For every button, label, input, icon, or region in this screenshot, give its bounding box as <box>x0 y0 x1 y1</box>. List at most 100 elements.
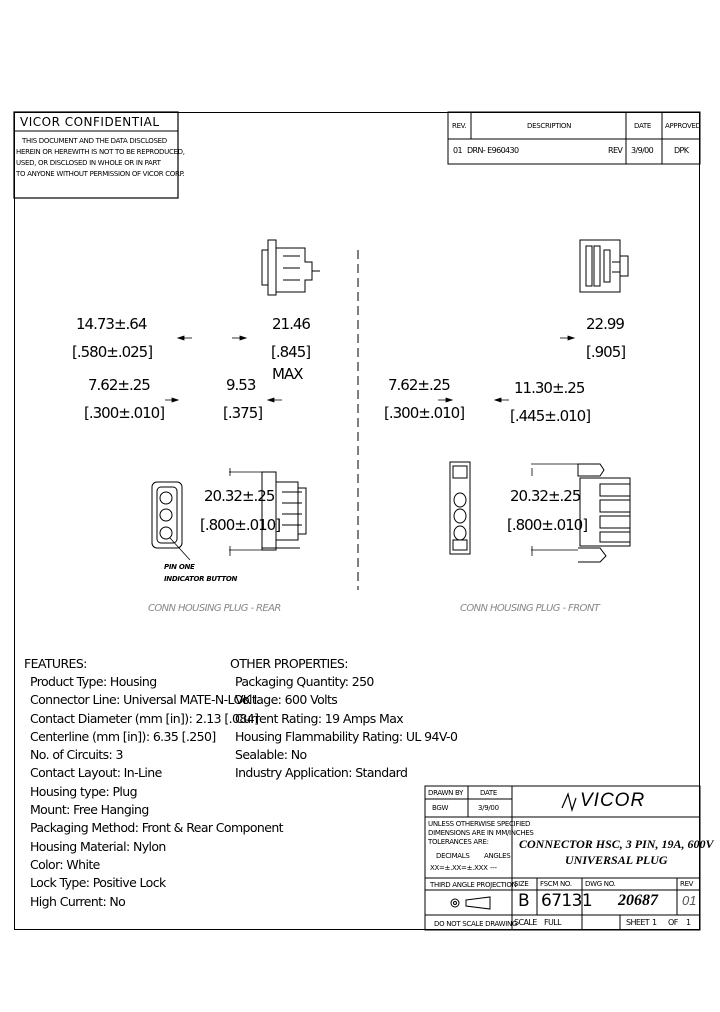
tolerance-line-2: DIMENSIONS ARE IN MM/INCHES <box>428 829 534 837</box>
of-label: OF <box>668 918 678 927</box>
dim-9-bottom: [.800±.010] <box>507 516 588 534</box>
confidential-line-1: THIS DOCUMENT AND THE DATA DISCLOSED <box>22 137 167 145</box>
rev-label-title: REV <box>680 880 694 888</box>
feature-item: Packaging Method: Front & Rear Component <box>30 820 284 836</box>
drawn-date-label: DATE <box>480 789 498 797</box>
features-heading: FEATURES: <box>24 656 87 671</box>
property-item: Industry Application: Standard <box>235 765 408 781</box>
scale-value: FULL <box>544 918 562 927</box>
rev-value: 01 <box>453 146 463 155</box>
description-value: DRN- E960430 <box>467 146 519 155</box>
rear-top-view <box>261 239 320 296</box>
dim-2-top: 21.46 <box>272 315 311 333</box>
feature-item: Housing Material: Nylon <box>30 838 166 854</box>
rev-date-value: 3/9/00 <box>631 146 654 155</box>
rear-view-label: CONN HOUSING PLUG - REAR <box>148 603 281 614</box>
tolerance-line-3: TOLERANCES ARE: <box>428 838 489 846</box>
drawn-by-value: BGW <box>432 804 449 812</box>
angles-value: --- <box>490 864 497 872</box>
dim-8-top: 20.32±.25 <box>204 487 275 505</box>
dim-2-bottom: [.845] <box>271 343 311 361</box>
dim-7-top: 11.30±.25 <box>514 379 585 397</box>
front-face-view <box>449 461 471 555</box>
rear-face-view <box>151 481 191 561</box>
drawn-by-label: DRAWN BY <box>428 789 464 797</box>
tolerance-line-1: UNLESS OTHERWISE SPECIFIED <box>428 820 531 828</box>
rear-side-view <box>261 471 307 551</box>
fscm-label: FSCM NO. <box>540 880 572 888</box>
dwg-value: 20687 <box>618 892 658 909</box>
feature-item: Color: White <box>30 856 100 872</box>
feature-item: Housing type: Plug <box>30 783 138 799</box>
property-item: Voltage: 600 Volts <box>235 692 338 708</box>
angles-label: ANGLES <box>484 852 511 860</box>
fscm-value: 67131 <box>541 891 593 911</box>
dwg-label: DWG NO. <box>585 880 616 888</box>
front-side-view <box>577 463 631 563</box>
confidential-title: VICOR CONFIDENTIAL <box>20 115 160 129</box>
do-not-scale: DO NOT SCALE DRAWING <box>434 920 518 928</box>
other-properties-heading: OTHER PROPERTIES: <box>230 656 348 671</box>
front-top-view <box>579 239 629 293</box>
confidential-line-3: USED, OR DISCLOSED IN WHOLE OR IN PART <box>16 159 161 167</box>
rev-header: REV. <box>452 122 467 130</box>
feature-item: Lock Type: Positive Lock <box>30 875 166 891</box>
indicator-button-callout: INDICATOR BUTTON <box>164 575 238 583</box>
dim-4-top: 7.62±.25 <box>88 376 151 394</box>
dim-6-top: 7.62±.25 <box>388 376 451 394</box>
approved-value: DPK <box>674 146 689 155</box>
sheet-value: 1 <box>652 918 657 927</box>
other-properties-list: Packaging Quantity: 250 Voltage: 600 Vol… <box>235 673 458 783</box>
dim-4-bottom: [.300±.010] <box>84 404 165 422</box>
confidential-line-4: TO ANYONE WITHOUT PERMISSION OF VICOR CO… <box>16 170 185 178</box>
feature-item: No. of Circuits: 3 <box>30 747 123 763</box>
of-value: 1 <box>686 918 691 927</box>
dim-6-bottom: [.300±.010] <box>384 404 465 422</box>
rev-label: REV <box>608 146 623 155</box>
feature-item: Connector Line: Universal MATE-N-LOK I. <box>30 692 261 708</box>
drawing-title-line-1: CONNECTOR HSC, 3 PIN, 19A, 600V <box>519 837 714 851</box>
approved-header: APPROVED <box>665 122 701 130</box>
feature-item: Contact Diameter (mm [in]): 2.13 [.084] <box>30 710 259 726</box>
property-item: Current Rating: 19 Amps Max <box>235 710 404 726</box>
dim-1-bottom: [.580±.025] <box>72 343 153 361</box>
feature-item: Contact Layout: In-Line <box>30 765 162 781</box>
front-view-label: CONN HOUSING PLUG - FRONT <box>460 603 600 614</box>
dim-9-top: 20.32±.25 <box>510 487 581 505</box>
property-item: Packaging Quantity: 250 <box>235 674 374 689</box>
feature-item: Centerline (mm [in]): 6.35 [.250] <box>30 728 216 744</box>
sheet-label: SHEET <box>626 918 650 927</box>
feature-item: Product Type: Housing <box>30 674 157 689</box>
drawing-frame <box>14 112 700 930</box>
property-item: Sealable: No <box>235 747 307 763</box>
decimals-value: XX=±.XX=±.XXX <box>430 864 488 872</box>
vicor-logo: VICOR <box>580 790 646 811</box>
pin-one-callout: PIN ONE <box>164 563 195 571</box>
dim-5-bottom: [.375] <box>223 404 263 422</box>
date-header: DATE <box>634 122 652 130</box>
dim-1-top: 14.73±.64 <box>76 315 147 333</box>
property-item: Housing Flammability Rating: UL 94V-0 <box>235 728 458 744</box>
features-list: Product Type: Housing Connector Line: Un… <box>30 673 284 911</box>
drawing-title-line-2: UNIVERSAL PLUG <box>565 853 668 867</box>
confidential-box <box>13 111 179 199</box>
feature-item: Mount: Free Hanging <box>30 802 149 818</box>
size-value: B <box>518 891 530 911</box>
rev-value-title: 01 <box>682 893 697 908</box>
feature-item: High Current: No <box>30 893 126 909</box>
description-header: DESCRIPTION <box>527 122 572 130</box>
dim-3-bottom: [.905] <box>586 343 626 361</box>
confidential-line-2: HEREIN OR HEREWITH IS NOT TO BE REPRODUC… <box>16 148 185 156</box>
drawn-date-value: 3/9/00 <box>478 804 499 812</box>
scale-label: SCALE <box>514 918 537 927</box>
dim-8-bottom: [.800±.010] <box>200 516 281 534</box>
revision-box <box>447 111 701 165</box>
dim-3-top: 22.99 <box>586 315 625 333</box>
dim-2-max: MAX <box>272 365 304 383</box>
projection-label: THIRD ANGLE PROJECTION <box>430 881 517 889</box>
dim-5-top: 9.53 <box>226 376 256 394</box>
dim-7-bottom: [.445±.010] <box>510 407 591 425</box>
size-label: SIZE <box>514 880 529 888</box>
decimals-label: DECIMALS <box>436 852 470 860</box>
